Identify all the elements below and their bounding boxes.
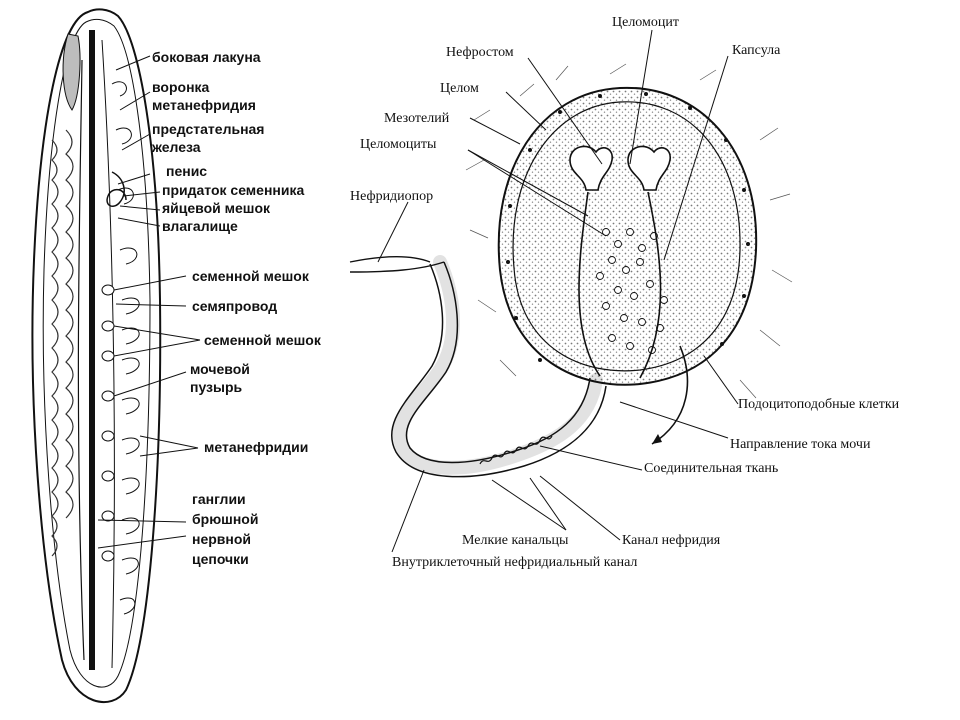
label-seminal-sac-1: семенной мешок	[192, 268, 310, 284]
coelom-capsule	[497, 86, 758, 386]
label-ganglia-line2: брюшной	[192, 511, 258, 527]
nephridium-leader-lines	[377, 29, 739, 553]
reproductive-organs	[106, 171, 127, 207]
anterior-sucker	[62, 33, 81, 111]
label-ganglia-line1: ганглии	[192, 491, 246, 507]
nephridial-tube-inner	[390, 263, 607, 478]
leech-leader-lines	[97, 55, 201, 549]
mesothelium-cells	[506, 92, 750, 362]
urine-flow-arrow	[651, 345, 689, 445]
label-ganglia-line3: нервной	[192, 531, 251, 547]
label-connective-tissue: Соединительная ткань	[644, 461, 778, 476]
label-metanephridia: метанефридии	[204, 439, 308, 455]
label-vas-deferens: семяпровод	[192, 298, 277, 314]
label-nephridiopore: Нефридиопор	[350, 189, 433, 204]
label-epididymis: придаток семенника	[162, 182, 304, 198]
label-podocyte-cells: Подоцитоподобные клетки	[738, 397, 900, 412]
label-intracellular-canal: Внутриклеточный нефридиальный канал	[392, 555, 637, 570]
label-coelomocytes: Целомоциты	[360, 137, 437, 152]
label-penis: пенис	[166, 163, 207, 179]
connective-hatching	[465, 63, 793, 399]
label-coelomocyte: Целомоцит	[612, 15, 679, 30]
nephridial-duct-loop	[578, 191, 662, 379]
nephrostome-funnels	[569, 145, 671, 191]
diverticula-edge	[51, 139, 59, 557]
leech-labels: боковая лакуна воронка метанефридия пред…	[151, 49, 322, 567]
label-nephridial-canal: Канал нефридия	[622, 533, 721, 548]
nephridium-labels: Целомоцит Нефростом Капсула Целом Мезоте…	[350, 15, 900, 570]
label-small-canals: Мелкие канальцы	[462, 533, 569, 548]
leech-body-outline	[31, 8, 162, 704]
label-urine-flow: Направление тока мочи	[730, 437, 871, 452]
label-ovisac: яйцевой мешок	[162, 200, 271, 216]
leech-illustration	[31, 8, 162, 704]
label-nephrostome: Нефростом	[446, 45, 514, 60]
nephridiopore-duct	[349, 256, 445, 273]
nephridia-loops	[111, 81, 140, 615]
label-mesothelium: Мезотелий	[384, 111, 450, 126]
leech-body-inner-outline	[42, 18, 151, 688]
label-lateral-lacuna: боковая лакуна	[152, 49, 261, 65]
label-capsule: Капсула	[732, 43, 781, 58]
diverticula-edge-2	[65, 129, 74, 519]
label-ganglia-line4: цепочки	[192, 551, 249, 567]
nephridium-illustration	[349, 63, 793, 478]
label-funnel-line1: воронка	[152, 79, 210, 95]
capsule-inner-wall	[512, 101, 741, 372]
urine-flow-arrowhead	[652, 434, 662, 444]
nephridial-tube-outer	[405, 261, 591, 464]
seminal-sacs	[101, 284, 115, 562]
label-funnel-line2: метанефридия	[152, 97, 256, 113]
label-bladder-line1: мочевой	[190, 361, 250, 377]
label-coelom: Целом	[440, 81, 479, 96]
lateral-vessel	[101, 39, 115, 669]
small-canals-squiggle	[479, 435, 553, 465]
nephridial-tube	[392, 255, 603, 475]
label-bladder-line2: пузырь	[190, 379, 243, 395]
gut-line	[77, 59, 85, 661]
label-prostate-line1: предстательная	[152, 121, 264, 137]
label-seminal-sac-2: семенной мешок	[204, 332, 322, 348]
label-vagina: влагалище	[162, 218, 238, 234]
label-prostate-line2: железа	[151, 139, 201, 155]
coelomocyte-cluster	[596, 228, 668, 354]
